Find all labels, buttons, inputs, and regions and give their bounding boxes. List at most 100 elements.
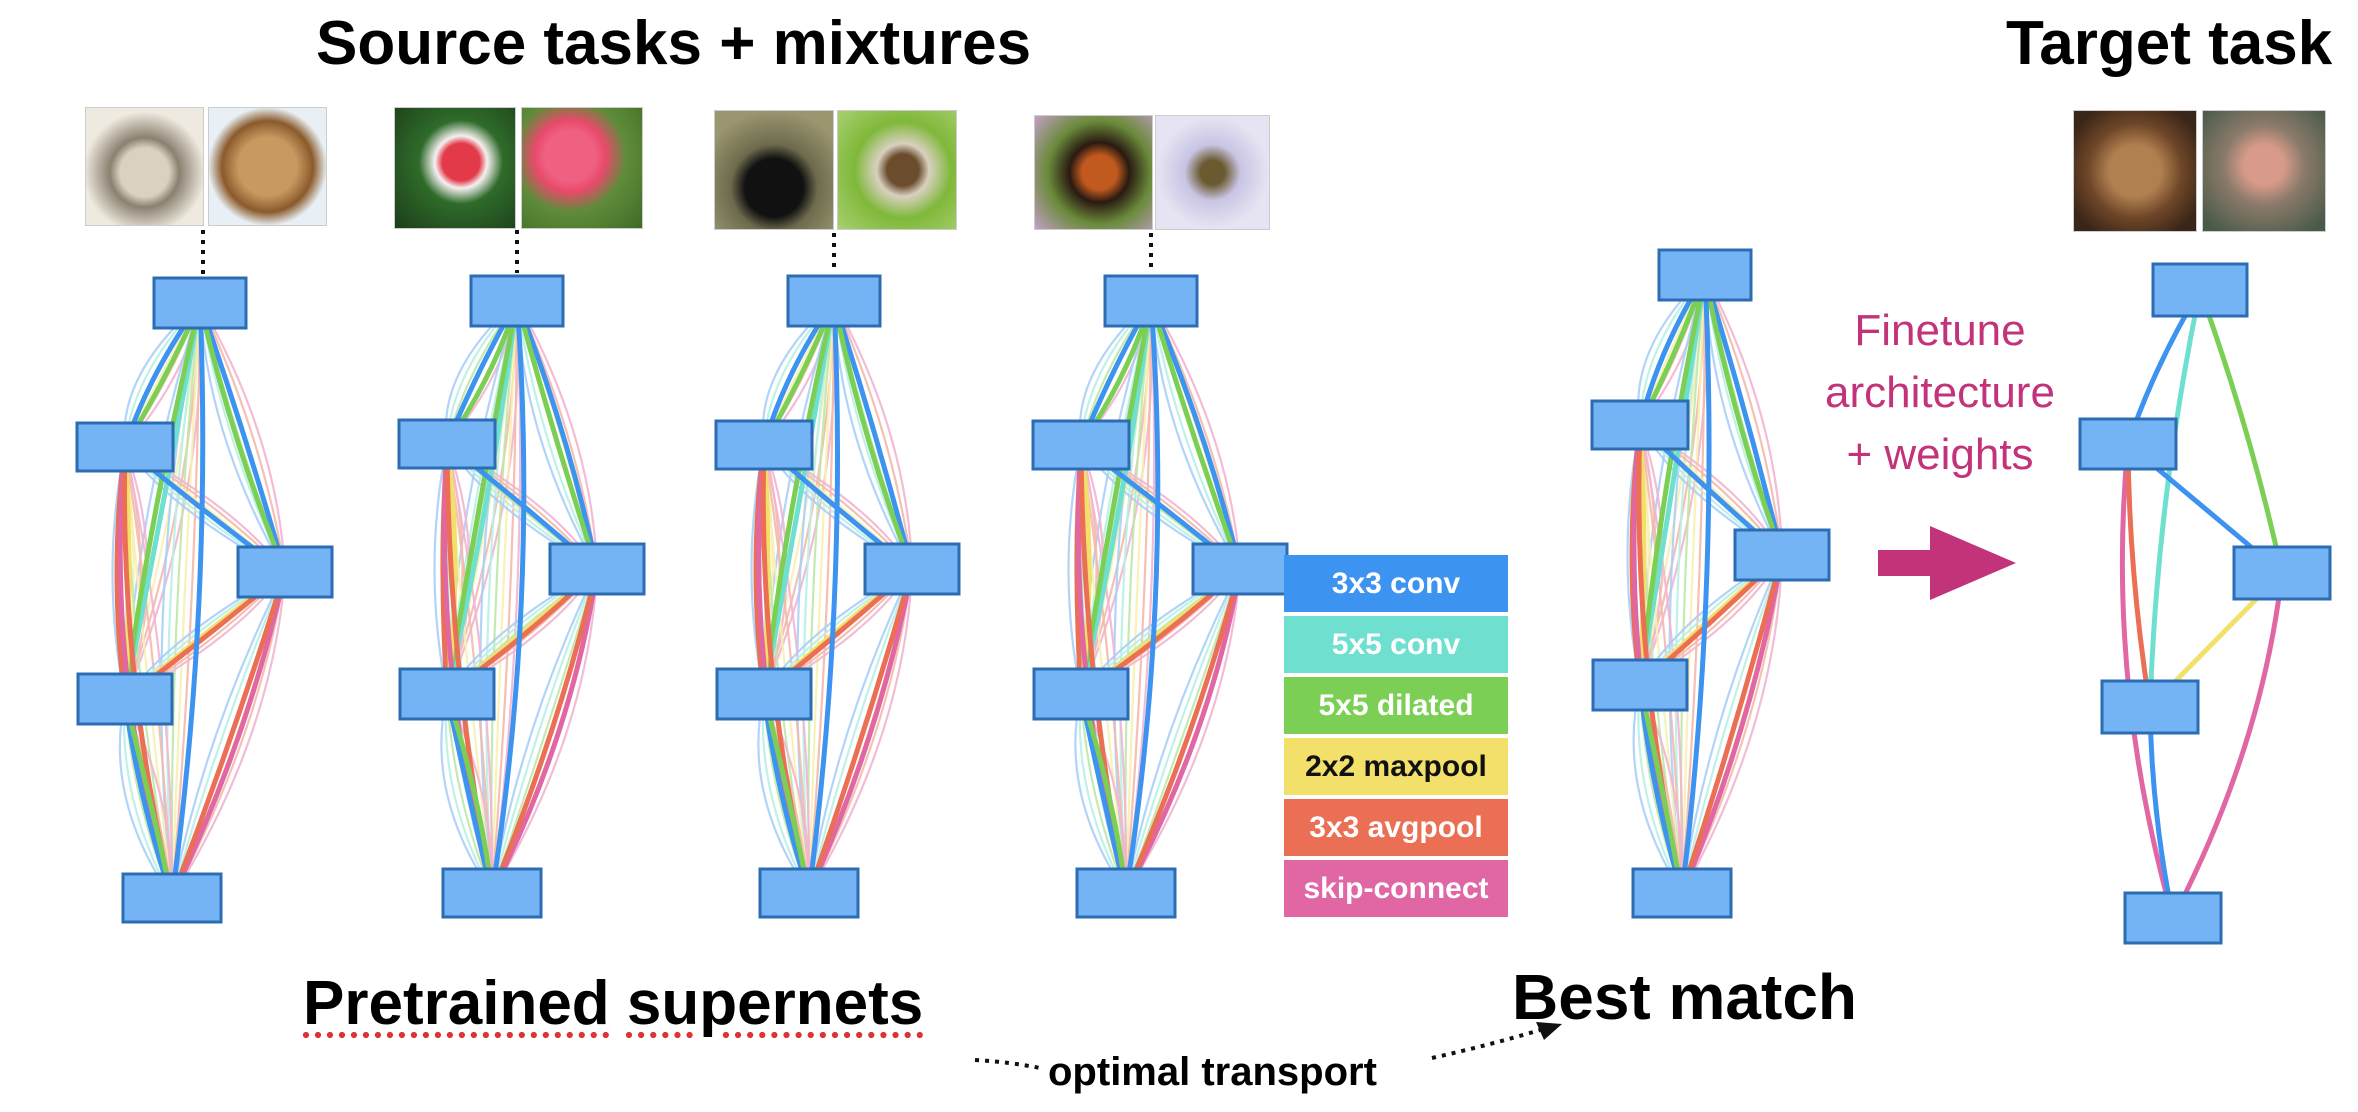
target-edge xyxy=(2147,287,2203,710)
supernet-node xyxy=(1631,867,1733,919)
butterfly-image xyxy=(1034,115,1153,230)
supernet-node xyxy=(76,672,174,726)
supernet-faint-edge xyxy=(170,301,202,900)
supernet-node xyxy=(1103,274,1199,328)
supernet-node xyxy=(1733,528,1831,582)
supernet-bold-edge xyxy=(1148,298,1243,572)
supernet-node xyxy=(1032,667,1130,721)
supernet-bold-edge xyxy=(489,298,527,896)
optimal-transport-label: optimal transport xyxy=(1048,1050,1377,1094)
legend-3x3-conv: 3x3 conv xyxy=(1284,555,1508,612)
supernet-node xyxy=(1191,542,1289,596)
supernet-node xyxy=(863,542,961,596)
supernet-bold-edge xyxy=(1123,298,1161,896)
supernet-faint-edge xyxy=(490,299,519,895)
supernet-faint-edge xyxy=(832,299,914,571)
supernet-node xyxy=(786,274,882,328)
pretrained-supernets-title: Pretrained supernets xyxy=(303,968,923,1039)
supernet-bold-edge xyxy=(197,300,288,575)
finetune-line-3: + weights xyxy=(1846,430,2034,479)
supernet-faint-edge xyxy=(1680,553,1784,895)
supernet-bold-edge xyxy=(1637,422,1647,688)
supernet-faint-edge xyxy=(1703,273,1784,557)
finetune-label: Finetune architecture + weights xyxy=(1790,300,2090,486)
supernet-bold-edge xyxy=(1702,272,1785,558)
supernet-node xyxy=(75,421,175,473)
supernet-faint-edge xyxy=(1067,443,1083,696)
supernet-faint-edge xyxy=(170,570,287,900)
target-edge xyxy=(2170,570,2285,921)
flower-image-1 xyxy=(394,107,516,229)
best-match-title: Best match xyxy=(1512,961,1857,1033)
supernet-bold-edge xyxy=(1679,272,1712,896)
finetune-line-2: architecture xyxy=(1825,368,2055,417)
supernet-faint-edge xyxy=(832,299,914,571)
cat-image xyxy=(85,107,204,226)
supernet-bold-edge xyxy=(169,300,206,901)
legend-5x5-conv: 5x5 conv xyxy=(1284,616,1508,673)
supernet-bold-edge xyxy=(1148,298,1243,572)
finetune-arrow xyxy=(1878,526,2016,600)
transport-dots-right xyxy=(1431,1028,1541,1060)
supernet-faint-edge xyxy=(1680,553,1784,895)
dog-image xyxy=(208,107,327,226)
supernet-faint-edge xyxy=(515,299,599,571)
supernet-faint-edge xyxy=(198,301,287,574)
swan-image xyxy=(714,110,834,230)
supernet-faint-edge xyxy=(490,567,599,895)
supernet-faint-edge xyxy=(433,442,449,696)
supernet-node xyxy=(1591,658,1689,712)
supernet-bold-edge xyxy=(831,298,915,572)
target-edge xyxy=(2125,441,2153,710)
supernet-faint-edge xyxy=(1124,299,1153,895)
supernet-faint-edge xyxy=(166,301,202,900)
supernet-node xyxy=(469,274,565,328)
supernet-faint-edge xyxy=(1680,273,1707,895)
legend-3x3-avgpool: 3x3 avgpool xyxy=(1284,799,1508,856)
supernet-node xyxy=(714,419,814,471)
supernet-faint-edge xyxy=(170,570,287,900)
supernet-node xyxy=(121,872,223,924)
supernet-node xyxy=(548,542,646,596)
supernet-faint-edge xyxy=(170,301,202,900)
target-node xyxy=(2151,262,2249,318)
pretrained-word: Pretrained xyxy=(303,969,610,1038)
supernet-bold-edge xyxy=(1637,272,1708,688)
supernet-bold-edge xyxy=(514,298,600,572)
supernet-node xyxy=(1657,248,1753,302)
finetune-line-1: Finetune xyxy=(1854,306,2026,355)
supernet-faint-edge xyxy=(807,299,836,895)
supernet-faint-edge xyxy=(807,567,914,895)
supernet-bold-edge xyxy=(514,298,600,572)
supernet-faint-edge xyxy=(490,299,519,895)
monkey-image xyxy=(2202,110,2326,232)
supernet-faint-edge xyxy=(490,567,599,895)
supernet-bold-edge xyxy=(169,569,288,901)
lion-image xyxy=(2073,110,2197,232)
legend-skip-connect: skip-connect xyxy=(1284,860,1508,917)
supernet-bold-edge xyxy=(806,566,915,896)
supernet-faint-edge xyxy=(1149,299,1242,571)
operation-legend: 3x3 conv 5x5 conv 5x5 dilated 2x2 maxpoo… xyxy=(1284,555,1508,921)
supernet-bold-edge xyxy=(489,566,600,896)
supernet-bold-edge xyxy=(831,298,915,572)
supernet-faint-edge xyxy=(170,570,287,900)
supernet-bold-edge xyxy=(806,298,840,896)
supernet-node xyxy=(397,418,497,470)
supernet-node xyxy=(236,545,334,599)
supernet-bold-edge xyxy=(197,300,288,575)
supernet-faint-edge xyxy=(1124,567,1242,895)
supernet-bold-edge xyxy=(761,298,837,697)
supernet-bold-edge xyxy=(1123,566,1243,896)
flower-image-2 xyxy=(521,107,643,229)
supernet-node xyxy=(1075,867,1177,919)
source-tasks-title: Source tasks + mixtures xyxy=(316,9,1032,78)
supernet-node xyxy=(715,667,813,721)
supernets-word: supernets xyxy=(626,969,924,1038)
supernet-bold-edge xyxy=(1679,552,1785,896)
supernet-node xyxy=(758,867,860,919)
supernet-faint-edge xyxy=(1124,567,1242,895)
supernet-node xyxy=(152,276,248,330)
legend-5x5-dilated: 5x5 dilated xyxy=(1284,677,1508,734)
